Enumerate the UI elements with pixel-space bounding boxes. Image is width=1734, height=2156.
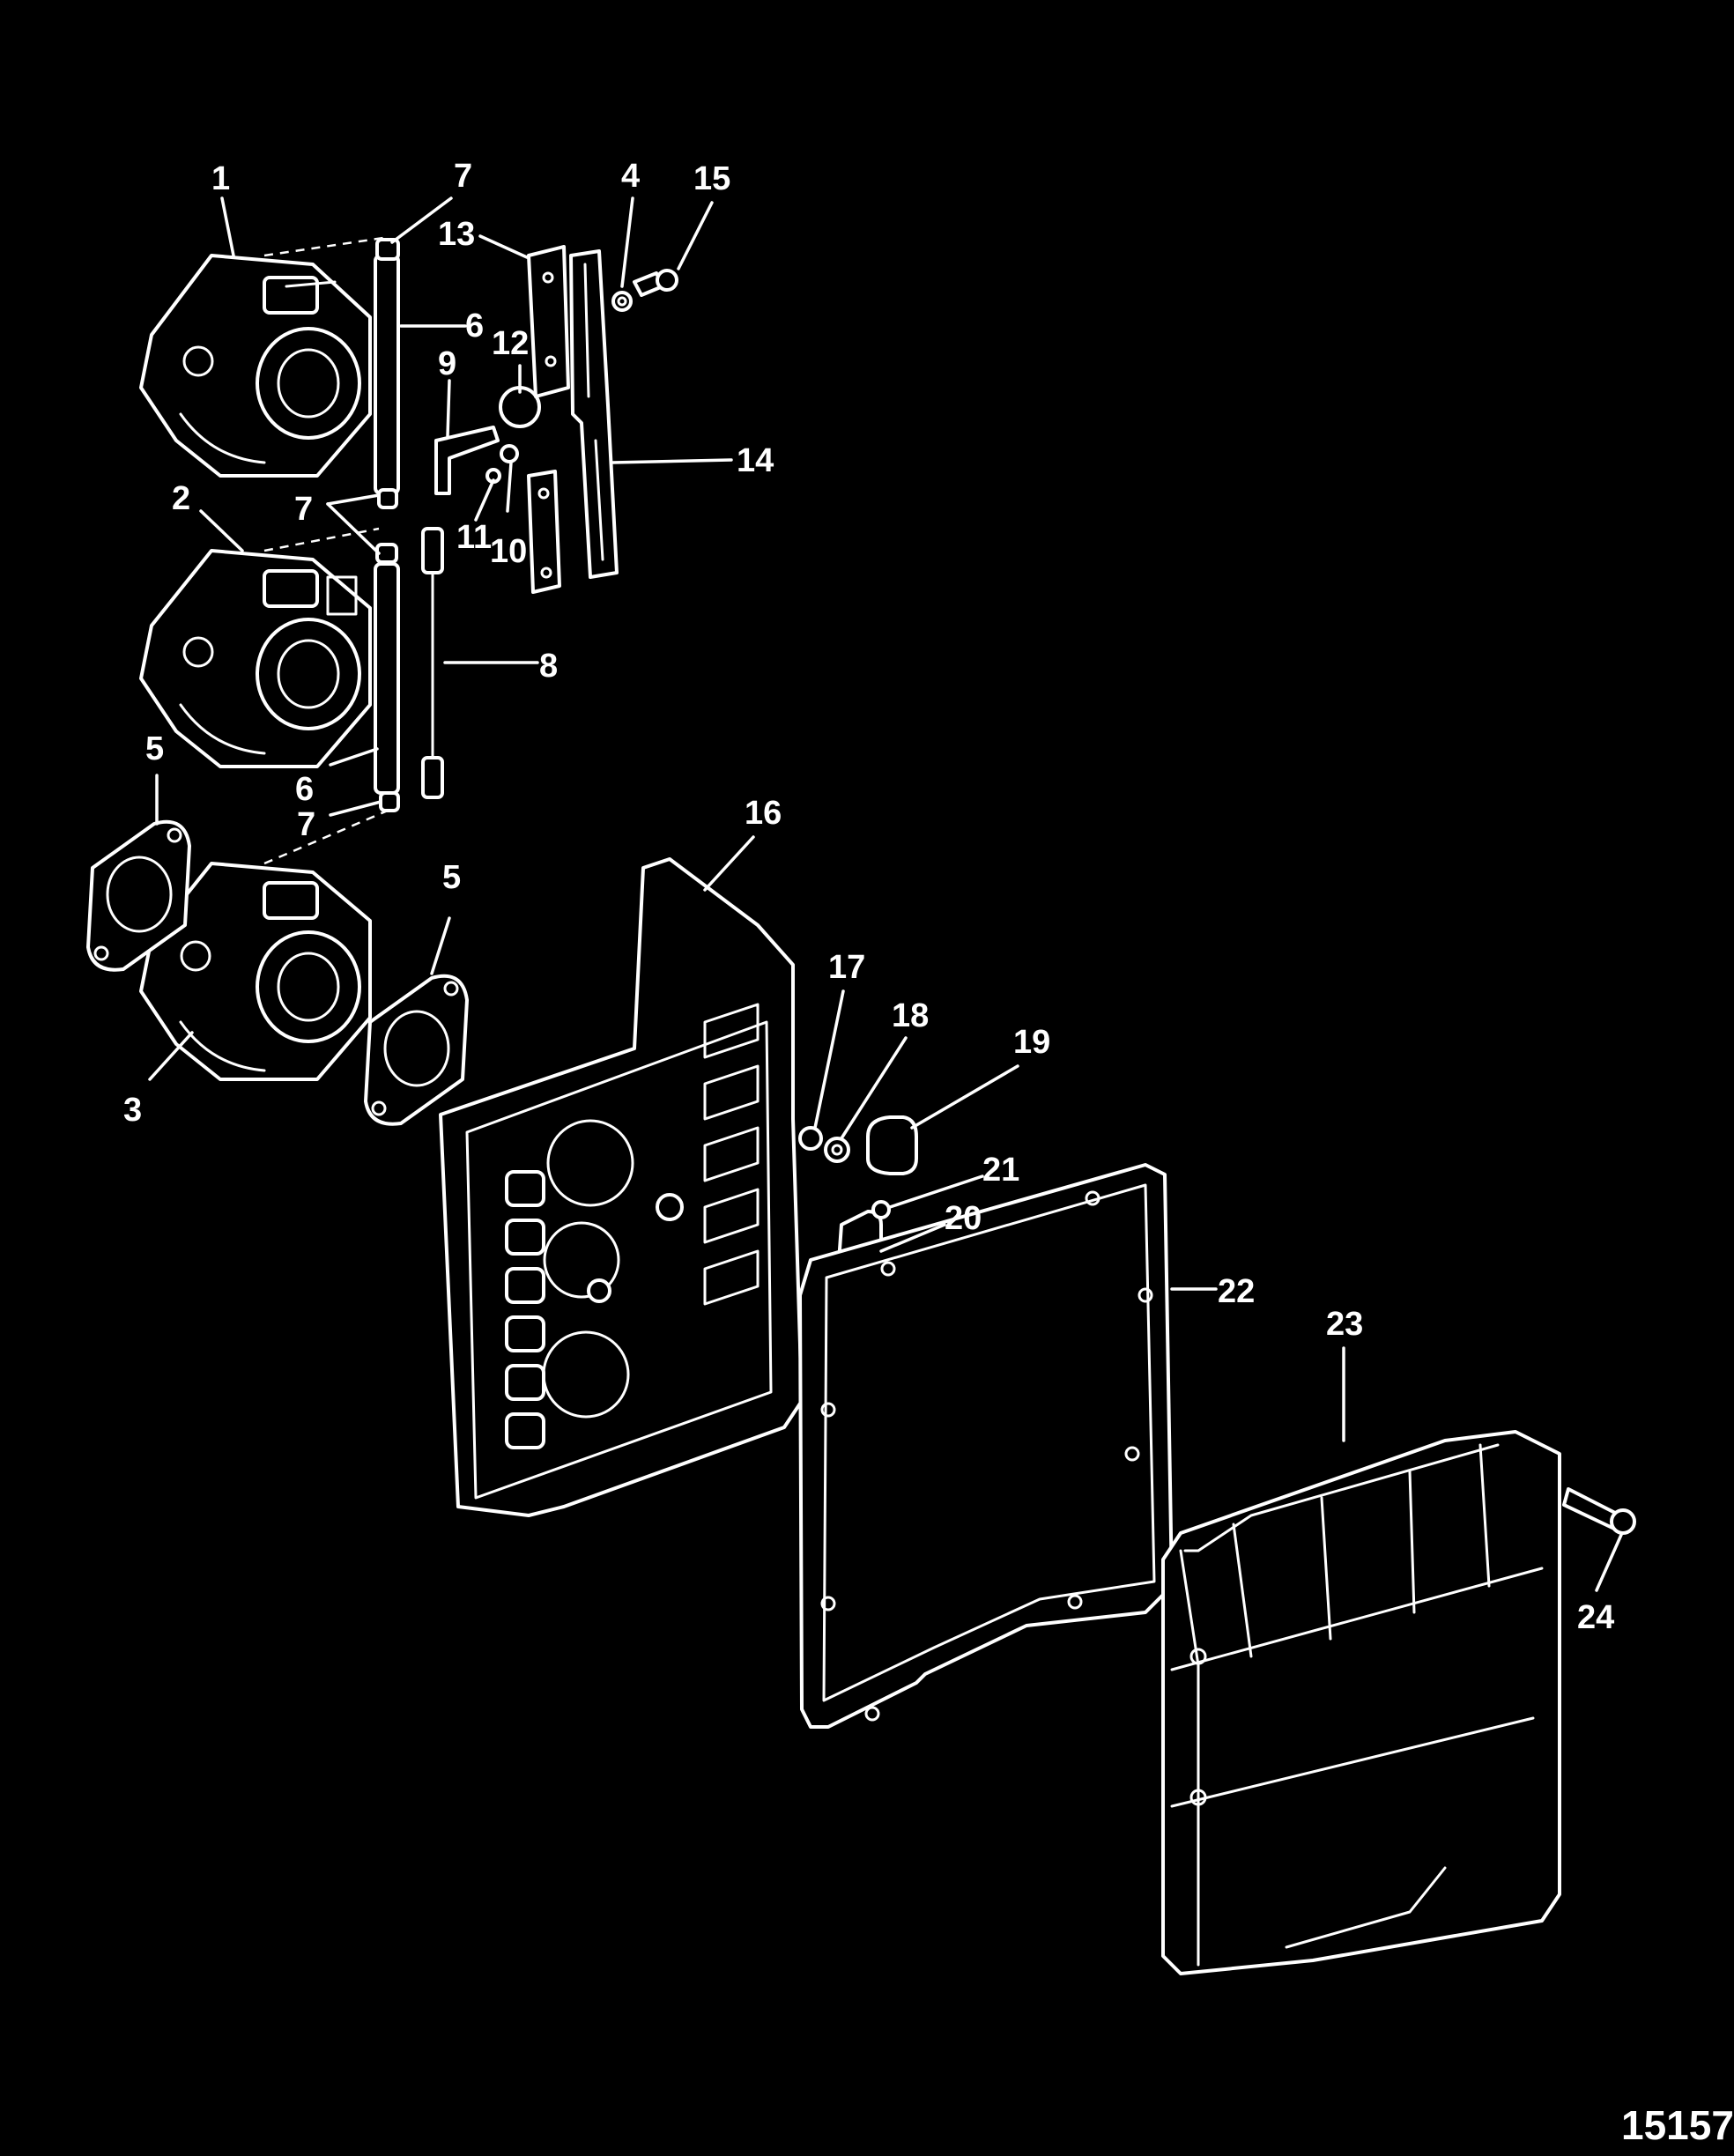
air-box-cover: [1161, 1430, 1561, 1975]
fitting-17: [798, 1126, 823, 1151]
callout-19: 19: [1013, 1024, 1050, 1061]
shaft-lower: [374, 562, 400, 795]
throttle-lever: [434, 386, 541, 495]
bushings: [375, 238, 400, 812]
callout-10: 10: [490, 533, 527, 570]
callout-2: 2: [172, 480, 190, 517]
shaft-upper: [374, 254, 400, 495]
washer-4: [611, 291, 633, 312]
callout-5-left: 5: [145, 730, 164, 767]
callout-6-lower: 6: [295, 771, 314, 808]
callout-22: 22: [1218, 1273, 1255, 1310]
callout-20: 20: [945, 1200, 982, 1237]
callout-7-top: 7: [454, 158, 472, 195]
callout-24: 24: [1577, 1599, 1614, 1636]
gasket-right: [364, 974, 469, 1126]
carburetor-2: [139, 549, 372, 768]
linkage-bar: [569, 249, 619, 579]
screw-21: [871, 1200, 891, 1219]
gasket-left: [86, 819, 191, 972]
callout-7-bottom: 7: [297, 806, 315, 843]
callout-3: 3: [123, 1092, 142, 1129]
callout-9: 9: [438, 345, 456, 382]
callout-5-right: 5: [442, 859, 461, 896]
callout-23: 23: [1326, 1306, 1363, 1343]
screw-15: [633, 269, 678, 297]
callout-14: 14: [737, 442, 774, 479]
callout-4: 4: [621, 158, 640, 195]
gasket-22: [798, 1163, 1174, 1729]
adaptor-plate: [439, 857, 804, 1517]
callout-8: 8: [539, 648, 558, 685]
cam-bracket-upper: [527, 245, 570, 398]
callout-1: 1: [211, 160, 230, 197]
callout-18: 18: [892, 997, 929, 1034]
callout-7-middle: 7: [294, 491, 313, 528]
callout-13: 13: [438, 216, 475, 253]
callout-16: 16: [745, 795, 782, 832]
link-rod: [421, 527, 444, 799]
plug-19: [866, 1115, 918, 1175]
callout-17: 17: [828, 949, 865, 986]
callout-6-upper: 6: [465, 307, 484, 345]
screw-24: [1562, 1487, 1636, 1535]
carburetor-3: [139, 862, 372, 1081]
carburetor-1: [139, 254, 372, 478]
callout-15: 15: [693, 160, 730, 197]
figure-number: 15157: [1621, 2102, 1734, 2148]
callout-12: 12: [492, 325, 529, 362]
callout-21: 21: [982, 1152, 1019, 1189]
fitting-18: [824, 1137, 850, 1163]
cam-bracket-lower: [527, 470, 561, 594]
callout-11: 11: [456, 519, 492, 556]
